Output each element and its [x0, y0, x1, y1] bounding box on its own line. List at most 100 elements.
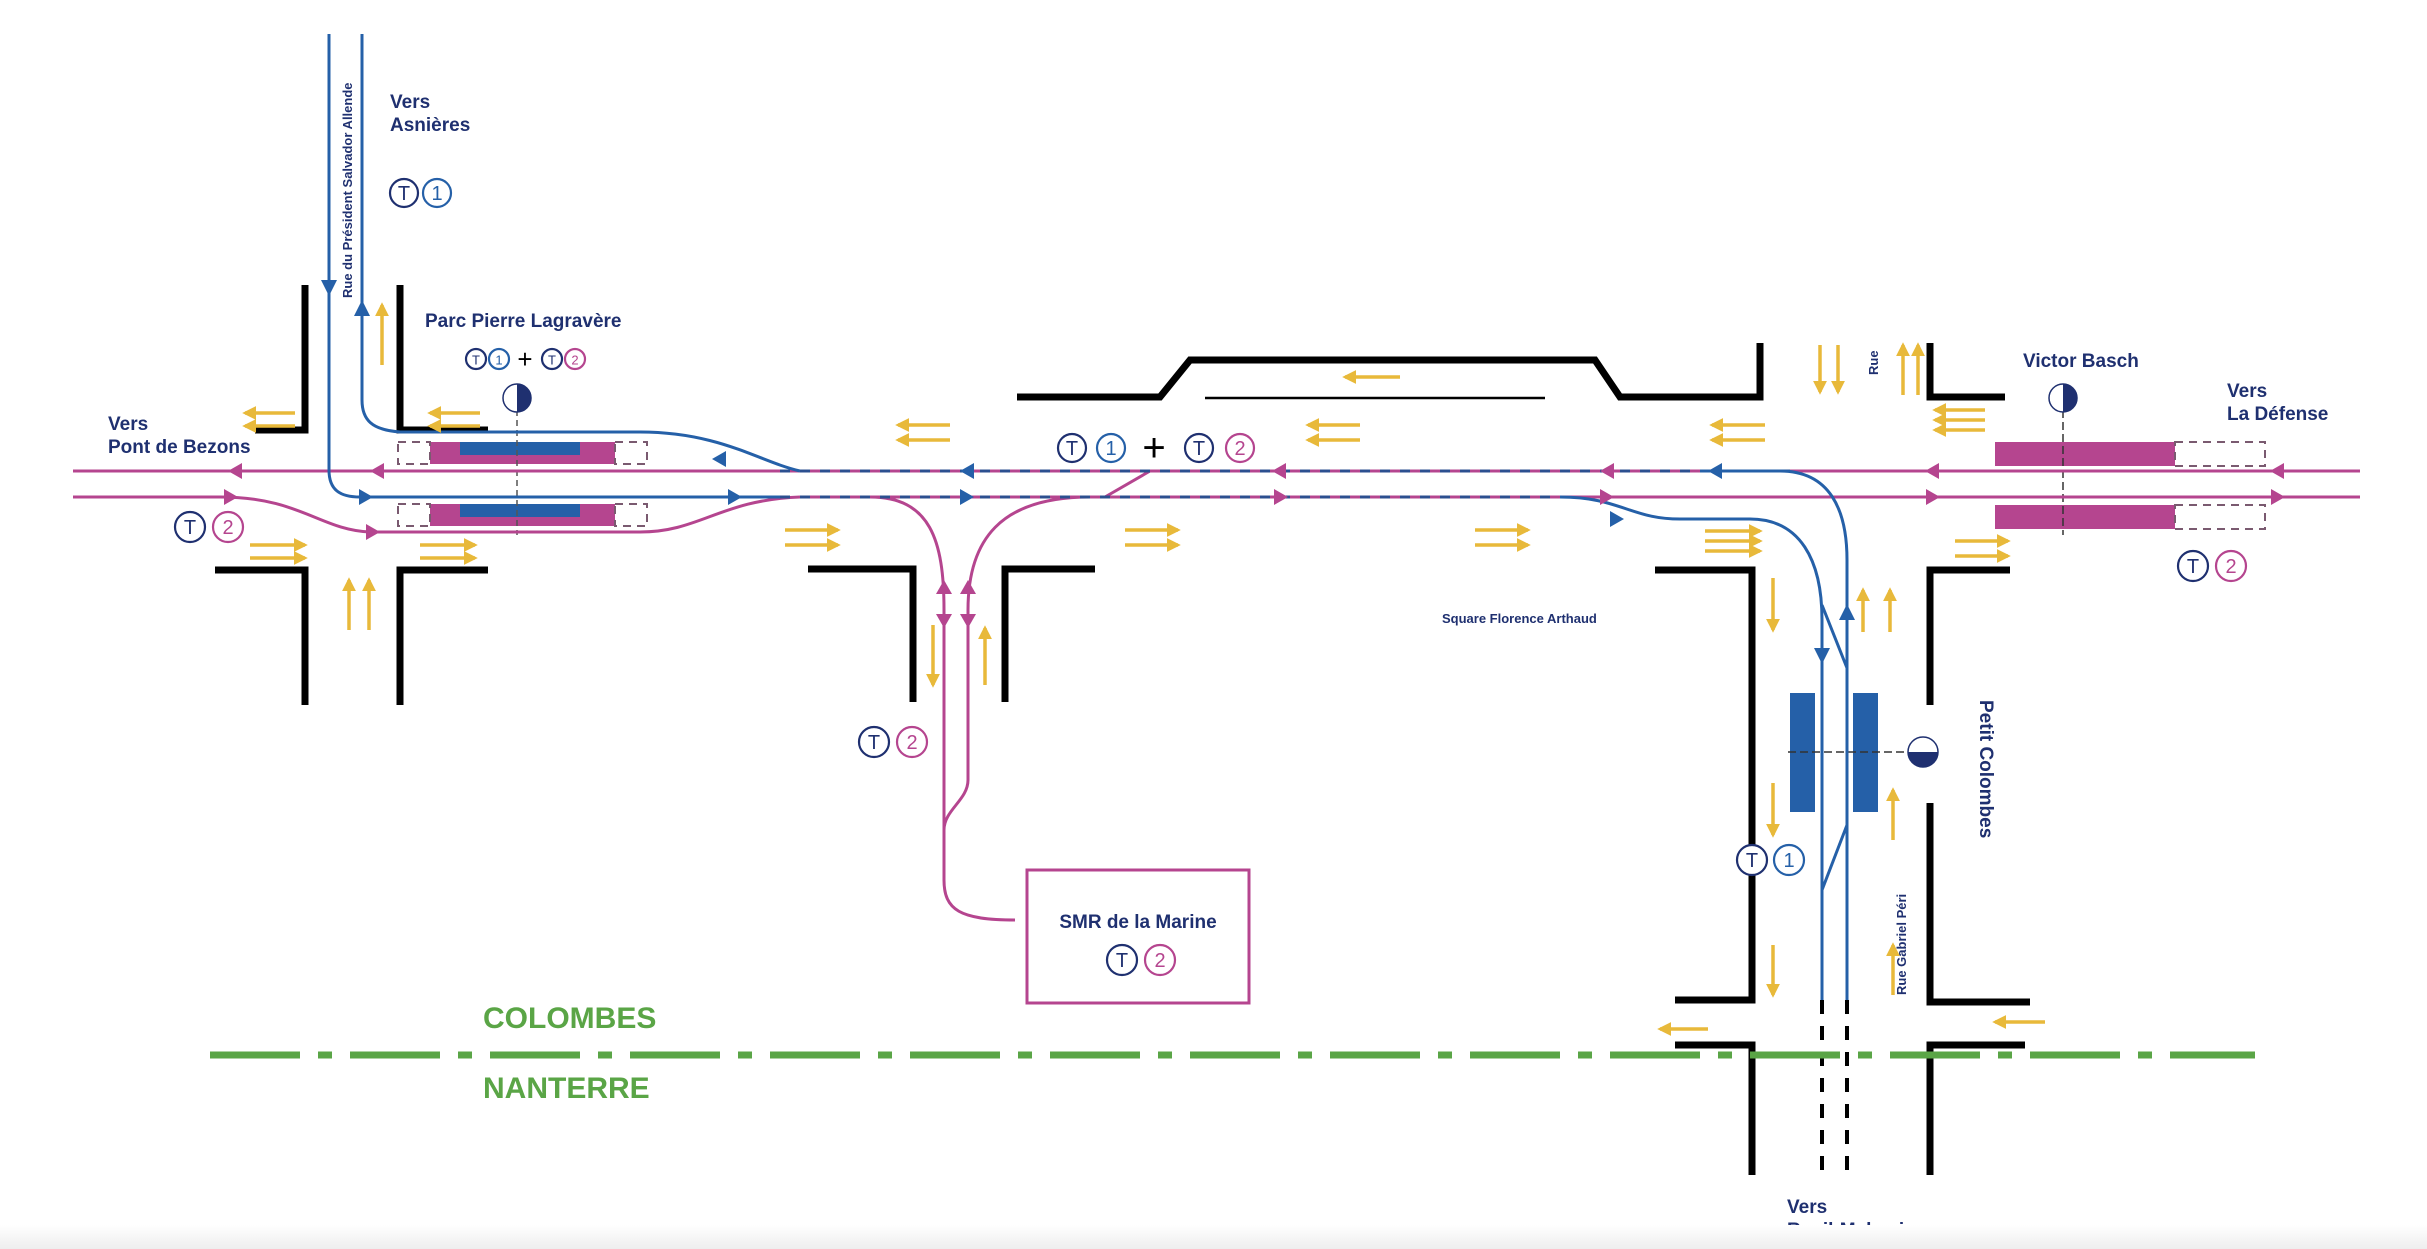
- t2-arrow: [370, 463, 384, 479]
- t2-arrow: [1925, 463, 1939, 479]
- direction-pont-de-bezons-1: Vers: [108, 414, 148, 435]
- depot-name: SMR de la Marine: [1059, 912, 1216, 933]
- platform-ppl-ext-sw: [397, 503, 431, 527]
- platform-ppl-south-t1: [460, 504, 580, 517]
- direction-rueil-1: Vers: [1787, 1197, 1827, 1218]
- badge-t2-west: T 2: [173, 510, 245, 544]
- t2-tracks: [73, 469, 2360, 1005]
- t1-peri-crossover-n: [1820, 604, 1849, 669]
- plus-sign: +: [517, 344, 532, 374]
- tram-symbol: T: [548, 353, 556, 368]
- depot-box: [1025, 868, 1251, 1005]
- t1-peri-curve-south: [1559, 495, 1824, 1000]
- t1-arrow: [1708, 463, 1722, 479]
- kerb-allende-se: [396, 566, 488, 705]
- direction-asnieres-1: Vers: [390, 92, 430, 113]
- street-salvador-allende: Rue du Président Salvador Allende: [340, 82, 355, 298]
- station-icon-ppl: [502, 383, 532, 413]
- platform-ppl-ext-nw: [397, 441, 431, 465]
- t2-depot-branch-1: [869, 495, 1016, 922]
- bottom-shadow: [0, 1225, 2427, 1249]
- shared-tracks: [640, 469, 1800, 499]
- platform-ppl-ext-se: [614, 503, 648, 527]
- tram-symbol: T: [2187, 556, 2199, 578]
- t1-arrow-allende-down: [321, 280, 337, 296]
- tram-symbol: T: [1066, 438, 1078, 460]
- tram-symbol: T: [1116, 950, 1128, 972]
- t2-depot-branch-2: [942, 495, 1091, 831]
- t2-crossover: [1104, 469, 1151, 499]
- t1-arrow: [359, 489, 373, 505]
- platform-vb-north: [1995, 442, 2175, 466]
- t1-allende-northbound: [360, 34, 801, 473]
- line-number-t2: 2: [2225, 556, 2236, 578]
- t1-direction-arrows: [359, 451, 1722, 527]
- station-name-petit-colombes: Petit Colombes: [1975, 700, 1996, 838]
- tram-symbol: T: [398, 183, 410, 205]
- platform-vb-ext-n: [2174, 441, 2266, 467]
- line-number-t1: 1: [1105, 438, 1116, 460]
- line-number-t2: 2: [1154, 950, 1165, 972]
- t2-arrow: [224, 489, 238, 505]
- kerb-peri-e-lower: [1926, 803, 2030, 1006]
- kerb-rue-ne: [1926, 343, 2005, 401]
- t2-arrow: [2271, 489, 2285, 505]
- t2-arrow: [1600, 489, 1614, 505]
- kerb-peri-sw: [1675, 1041, 1756, 1175]
- line-number-t2: 2: [906, 732, 917, 754]
- platform-ppl-ext-ne: [614, 441, 648, 465]
- line-number-t1: 1: [431, 183, 442, 205]
- tram-symbol: T: [1193, 438, 1205, 460]
- commune-nanterre: NANTERRE: [483, 1072, 650, 1105]
- t2-arrow: [228, 463, 242, 479]
- badge-t2-east: T 2: [2176, 549, 2248, 583]
- t2-arrow: [1272, 463, 1286, 479]
- kerb-peri-se: [1926, 1041, 2025, 1175]
- t2-arrow: [936, 614, 952, 628]
- station-icon-pc: [1907, 736, 1939, 768]
- t2-direction-arrows: [224, 463, 2285, 628]
- kerb-allende-sw: [215, 566, 309, 705]
- t1-arrow-peri-up: [1839, 604, 1855, 620]
- badge-t1-asnieres: T 1: [388, 177, 453, 209]
- kerb-peri-ne: [1926, 566, 2010, 705]
- t1-peri-crossover-s: [1820, 824, 1849, 891]
- t1-arrow: [960, 489, 974, 505]
- t2-arrow: [1274, 489, 1288, 505]
- kerb-depot-w: [808, 565, 917, 702]
- street-rue: Rue: [1866, 350, 1881, 375]
- street-gabriel-peri: Rue Gabriel Péri: [1894, 894, 1909, 995]
- platform-vb-south: [1995, 505, 2175, 529]
- t1-arrow: [712, 451, 726, 467]
- badge-t2-depot-branch: T 2: [857, 725, 929, 759]
- direction-asnieres-2: Asnières: [390, 115, 470, 136]
- t2-arrow: [936, 580, 952, 594]
- t2-arrow: [2270, 463, 2284, 479]
- direction-la-defense-1: Vers: [2227, 381, 2267, 402]
- direction-pont-de-bezons-2: Pont de Bezons: [108, 437, 251, 458]
- platform-ppl-north-t1: [460, 442, 580, 455]
- badge-t1-petit-colombes: T 1: [1735, 843, 1806, 877]
- tram-symbol: T: [184, 517, 196, 539]
- t1-arrow: [1610, 511, 1624, 527]
- platforms: [397, 410, 2266, 812]
- kerb-peri-nw: [1655, 566, 1756, 1004]
- traffic-arrows: [242, 302, 2045, 1036]
- commune-colombes: COLOMBES: [483, 1002, 656, 1035]
- badge-t1-t2-ppl: T 1 + T 2: [464, 344, 587, 374]
- t1-arrow-allende-up: [354, 300, 370, 316]
- t2-track-west-south: [73, 495, 801, 534]
- square-florence-arthaud: Square Florence Arthaud: [1442, 611, 1597, 626]
- station-icon-vb: [2048, 383, 2078, 413]
- kerb-north-setback: [1017, 343, 1764, 401]
- badge-t1-t2-center: T 1 + T 2: [1056, 426, 1256, 470]
- t1-arrow-peri-down: [1814, 648, 1830, 664]
- plus-sign: +: [1142, 426, 1165, 470]
- t1-arrow: [960, 463, 974, 479]
- tram-symbol: T: [472, 353, 480, 368]
- line-number-t2: 2: [222, 517, 233, 539]
- t2-arrow: [960, 614, 976, 628]
- t2-arrow: [1600, 463, 1614, 479]
- station-name-parc-pierre-lagravere: Parc Pierre Lagravère: [425, 311, 621, 332]
- t2-arrow: [366, 524, 380, 540]
